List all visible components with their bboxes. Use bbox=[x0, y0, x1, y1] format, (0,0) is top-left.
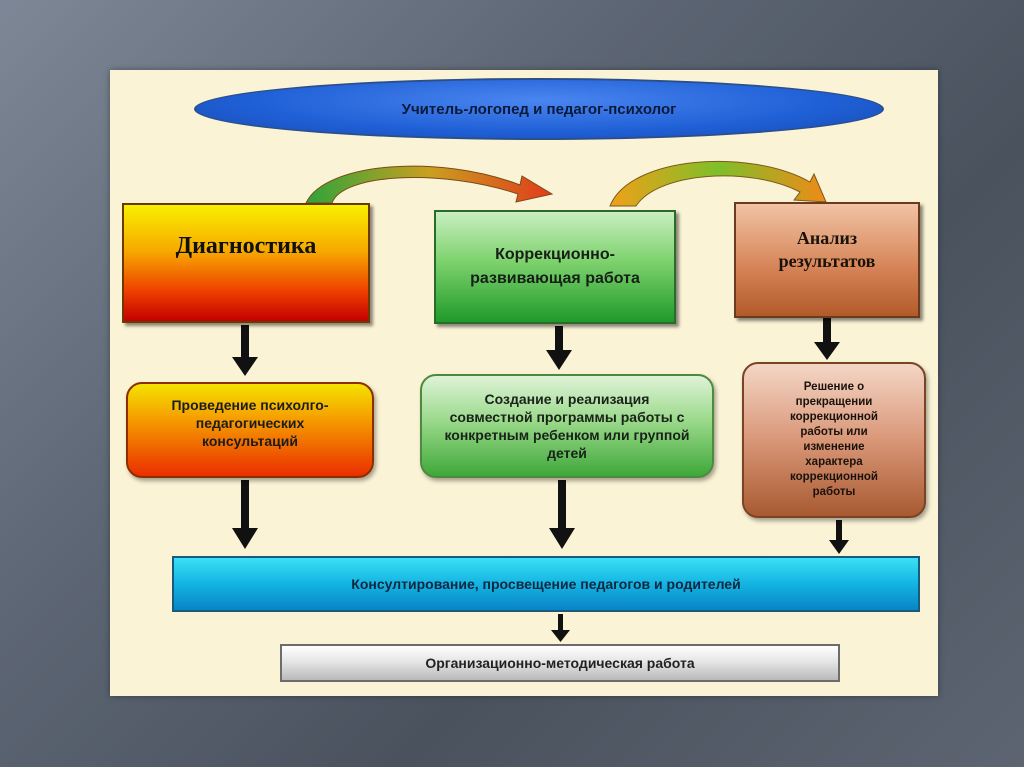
stage-analysis-label: Анализ результатов bbox=[778, 227, 876, 271]
stage-analysis: Анализ результатов bbox=[734, 202, 920, 318]
stage-correction-label: Коррекционно-развивающая работа bbox=[470, 246, 640, 287]
slide: Учитель-логопед и педагог-психолог Диагн… bbox=[110, 70, 938, 696]
stage-diagnostics-label: Диагностика bbox=[175, 232, 317, 259]
stage-diagnostics: Диагностика bbox=[122, 203, 370, 323]
action-consultations: Проведение психолго-педагогических консу… bbox=[126, 382, 374, 478]
down-arrows bbox=[232, 318, 849, 642]
role-header: Учитель-логопед и педагог-психолог bbox=[194, 78, 884, 140]
action-decision-label: Решение о прекращении коррекционной рабо… bbox=[790, 381, 878, 498]
stage-correction: Коррекционно-развивающая работа bbox=[434, 210, 676, 324]
action-consultations-label: Проведение психолго-педагогических консу… bbox=[171, 396, 329, 450]
action-decision: Решение о прекращении коррекционной рабо… bbox=[742, 362, 926, 518]
role-header-text: Учитель-логопед и педагог-психолог bbox=[401, 100, 677, 118]
arrow-diagnostics-to-correction bbox=[305, 165, 554, 204]
consulting-bar: Консултирование, просвещение педагогов и… bbox=[172, 556, 920, 612]
methodical-bar: Организационно-методическая работа bbox=[280, 644, 840, 682]
arrow-correction-to-analysis bbox=[609, 160, 827, 207]
action-joint-program: Создание и реализация совместной програм… bbox=[420, 374, 714, 478]
consulting-bar-label: Консултирование, просвещение педагогов и… bbox=[351, 576, 741, 592]
methodical-bar-label: Организационно-методическая работа bbox=[425, 655, 695, 671]
action-joint-program-label: Создание и реализация совместной програм… bbox=[444, 390, 690, 462]
